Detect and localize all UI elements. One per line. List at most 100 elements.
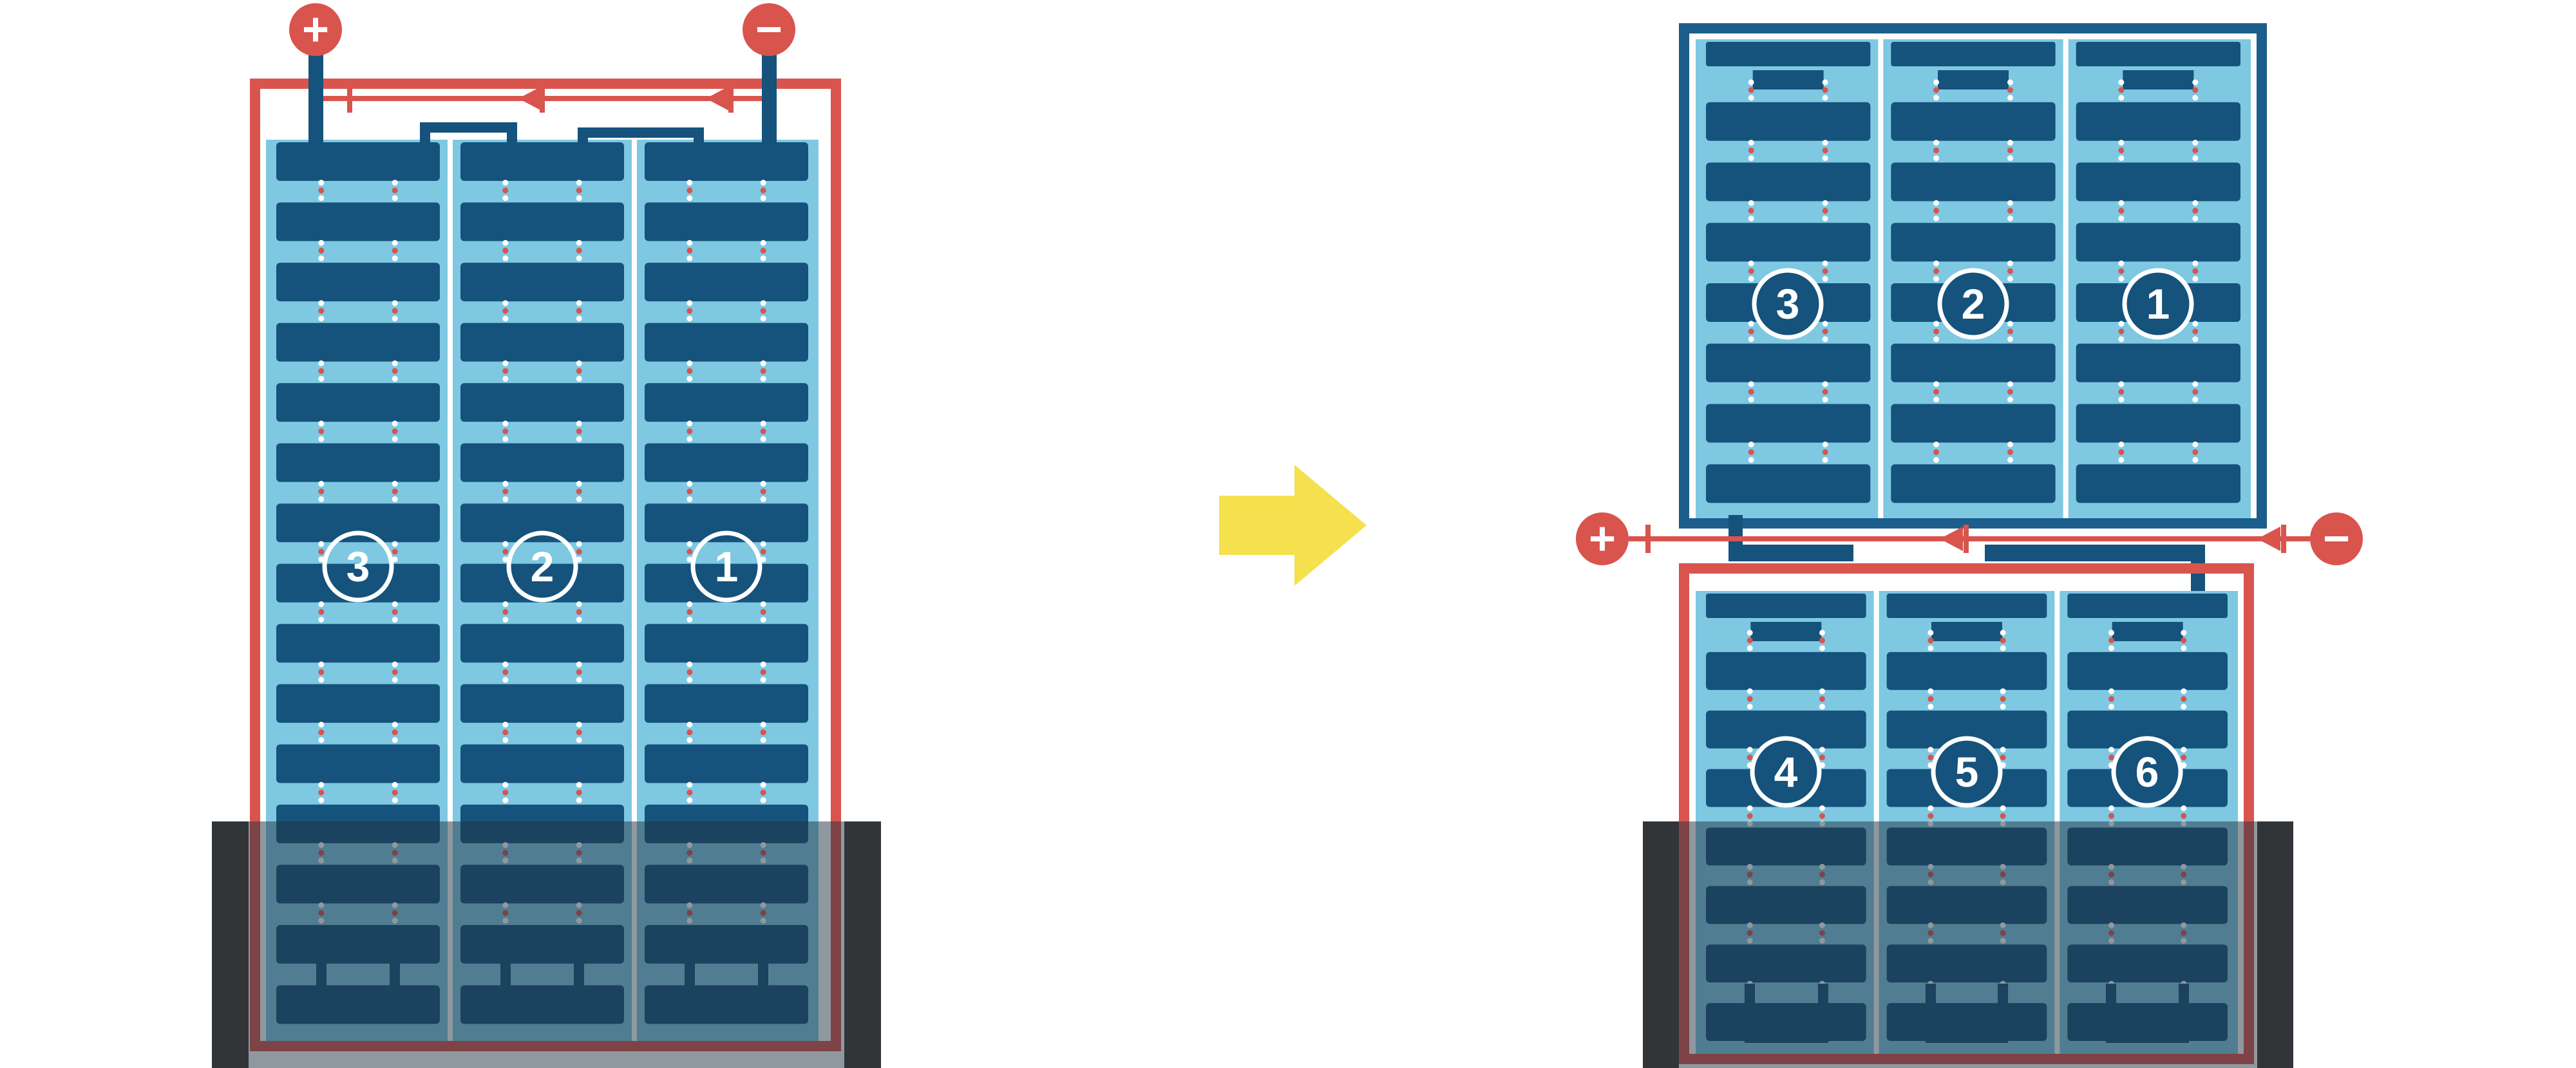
plus-terminal-icon xyxy=(289,3,342,56)
solder-dot xyxy=(2192,276,2199,282)
solder-dot xyxy=(687,247,693,254)
solder-dot xyxy=(318,255,325,261)
solder-dot xyxy=(576,729,582,736)
solder-dot xyxy=(576,300,582,306)
solar-cell xyxy=(2067,651,2228,690)
solder-dot xyxy=(760,187,766,194)
solder-dot xyxy=(392,195,398,201)
solder-dot xyxy=(1822,397,1828,403)
current-arrow-icon xyxy=(518,86,542,111)
solder-dot xyxy=(392,428,398,435)
solder-dot xyxy=(576,488,582,494)
solder-dot xyxy=(2007,449,2013,455)
solder-dot xyxy=(1748,441,1754,447)
solar-cell xyxy=(460,744,624,783)
solder-dot xyxy=(318,187,325,194)
solder-dot xyxy=(1933,268,1940,274)
solder-dot xyxy=(2192,441,2199,447)
solder-dot xyxy=(2007,87,2013,93)
solder-dot xyxy=(2108,805,2115,811)
solder-dot xyxy=(1747,637,1753,644)
solder-dot xyxy=(318,488,325,494)
solder-dot xyxy=(1933,79,1940,86)
solder-dot xyxy=(1748,147,1754,154)
solder-dot xyxy=(2181,630,2187,636)
solder-dot xyxy=(760,669,766,675)
solar-cell xyxy=(1891,404,2056,443)
solder-dot xyxy=(2192,207,2199,214)
plus-terminal-icon xyxy=(1576,512,1629,565)
solder-dot xyxy=(1748,79,1754,86)
solder-dot xyxy=(2192,79,2199,86)
solder-dot xyxy=(2007,389,2013,395)
solder-dot xyxy=(318,548,325,555)
terminal-wiring: + − xyxy=(1576,512,2363,597)
substring-number: 3 xyxy=(1776,280,1800,328)
solder-dot xyxy=(687,428,693,435)
solder-dot xyxy=(392,480,398,487)
solar-cell xyxy=(276,503,440,543)
solder-dot xyxy=(1933,200,1940,206)
solder-dot xyxy=(1933,276,1940,282)
solder-dot xyxy=(760,677,766,683)
solar-cell xyxy=(1706,343,1871,382)
solar-cell xyxy=(460,383,624,422)
solder-dot xyxy=(2192,200,2199,206)
solar-cell xyxy=(2076,464,2240,503)
solder-dot xyxy=(2000,704,2006,710)
solder-dot xyxy=(760,548,766,555)
substring-number: 5 xyxy=(1955,748,1979,796)
solder-dot xyxy=(2192,321,2199,327)
solder-dot xyxy=(687,488,693,494)
solder-dot xyxy=(2007,147,2013,154)
solder-dot xyxy=(2192,397,2199,403)
solder-dot xyxy=(502,789,509,796)
solder-dot xyxy=(1822,389,1828,395)
solder-dot xyxy=(1933,449,1940,455)
solder-dot xyxy=(576,782,582,788)
solder-dot xyxy=(392,541,398,547)
solder-dot xyxy=(2007,268,2013,274)
solder-dot xyxy=(2000,630,2006,636)
solder-dot xyxy=(392,617,398,623)
solar-cell xyxy=(460,563,624,603)
solder-dot xyxy=(502,187,509,194)
solder-dot xyxy=(687,360,693,366)
solar-cell xyxy=(645,202,808,241)
minus-terminal-label: − xyxy=(755,4,782,55)
solder-dot xyxy=(2007,200,2013,206)
solder-dot xyxy=(1819,637,1825,644)
solder-dot xyxy=(1748,456,1754,463)
solder-dot xyxy=(2118,87,2125,93)
solder-dot xyxy=(502,420,509,427)
solder-dot xyxy=(576,360,582,366)
solder-dot xyxy=(760,360,766,366)
solder-dot xyxy=(1819,747,1825,753)
solder-dot xyxy=(392,239,398,246)
solder-dot xyxy=(1748,87,1754,93)
solder-dot xyxy=(760,180,766,186)
solder-dot xyxy=(1927,747,1934,753)
solder-dot xyxy=(760,368,766,374)
solder-dot xyxy=(687,601,693,607)
solder-dot xyxy=(2192,268,2199,274)
solder-dot xyxy=(760,308,766,314)
solder-dot xyxy=(1933,87,1940,93)
solder-dot xyxy=(576,609,582,615)
solar-cell xyxy=(645,684,808,723)
solder-dot xyxy=(1933,328,1940,335)
solder-dot xyxy=(2118,328,2125,335)
substring-number: 2 xyxy=(1962,280,1985,328)
solder-dot xyxy=(502,729,509,736)
solder-dot xyxy=(1819,813,1825,819)
solder-dot xyxy=(576,737,582,744)
solder-dot xyxy=(502,180,509,186)
solar-cell xyxy=(1706,102,1871,141)
solder-dot xyxy=(576,195,582,201)
solder-dot xyxy=(1927,813,1934,819)
solder-dot xyxy=(1933,336,1940,342)
solder-dot xyxy=(687,556,693,563)
solder-dot xyxy=(1933,441,1940,447)
solder-dot xyxy=(760,480,766,487)
solder-dot xyxy=(392,187,398,194)
